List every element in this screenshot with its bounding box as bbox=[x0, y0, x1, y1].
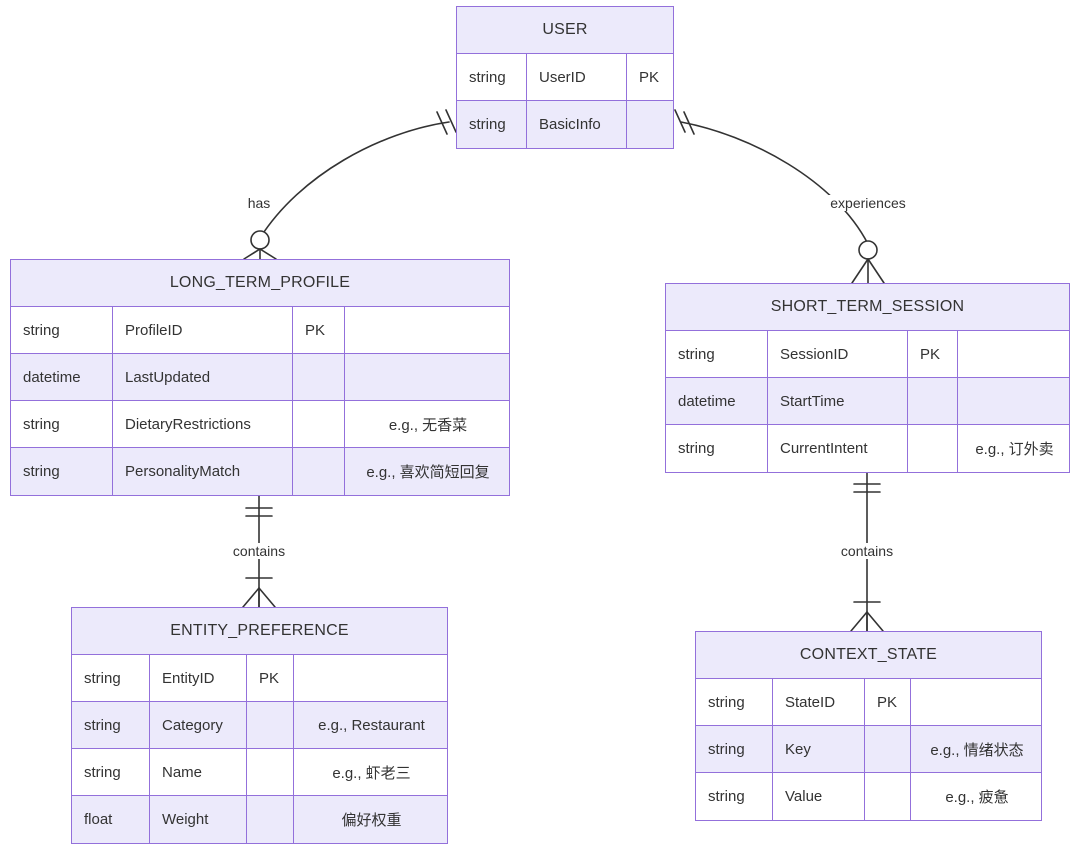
attribute-comment: 偏好权重 bbox=[341, 812, 402, 829]
attribute-key: PK bbox=[639, 68, 660, 86]
attribute-name: Category bbox=[150, 702, 247, 748]
attribute-name: Weight bbox=[150, 796, 247, 843]
attribute-key bbox=[908, 378, 958, 424]
attribute-type: string bbox=[11, 448, 113, 495]
attribute-name: StateID bbox=[773, 679, 865, 725]
attribute-name: BasicInfo bbox=[527, 101, 627, 148]
attribute-type: string bbox=[11, 307, 113, 353]
attribute-comment bbox=[294, 655, 449, 701]
attribute-comment bbox=[911, 679, 1043, 725]
attribute-name: EntityID bbox=[150, 655, 247, 701]
attribute-name: LastUpdated bbox=[113, 354, 293, 400]
attribute-type: string bbox=[666, 331, 768, 377]
entity-title-entity_preference: ENTITY_PREFERENCE bbox=[72, 608, 447, 655]
attribute-type: string bbox=[72, 655, 150, 701]
attribute-comment: e.g., Restaurant bbox=[318, 716, 425, 734]
attribute-name: Value bbox=[773, 773, 865, 820]
attribute-name: StartTime bbox=[768, 378, 908, 424]
attribute-name: PersonalityMatch bbox=[113, 448, 293, 495]
attribute-key bbox=[865, 773, 911, 820]
attribute-type: string bbox=[457, 54, 527, 100]
attribute-type: string bbox=[11, 401, 113, 447]
attribute-type: string bbox=[457, 101, 527, 148]
attribute-comment: e.g., 虾老三 bbox=[332, 764, 411, 782]
attribute-comment bbox=[345, 354, 511, 400]
attribute-key bbox=[247, 796, 294, 843]
attribute-name: ProfileID bbox=[113, 307, 293, 353]
attribute-type: datetime bbox=[666, 378, 768, 424]
attribute-type: string bbox=[696, 726, 773, 772]
attribute-type: string bbox=[72, 702, 150, 748]
attribute-comment bbox=[345, 307, 511, 353]
attribute-key bbox=[627, 101, 675, 148]
attribute-name: CurrentIntent bbox=[768, 425, 908, 472]
attribute-name: SessionID bbox=[768, 331, 908, 377]
attribute-key bbox=[908, 425, 958, 472]
relationship-line-user-has-profile bbox=[243, 109, 457, 260]
entity-title-long_term_profile: LONG_TERM_PROFILE bbox=[11, 260, 509, 307]
relationship-label-profile-contains-preference: contains bbox=[229, 543, 289, 559]
attribute-key: PK bbox=[908, 331, 958, 377]
attribute-key bbox=[293, 448, 345, 495]
entity-title-context_state: CONTEXT_STATE bbox=[696, 632, 1041, 679]
attribute-name: DietaryRestrictions bbox=[113, 401, 293, 447]
attribute-name: UserID bbox=[527, 54, 627, 100]
entity-title-user: USER bbox=[457, 7, 673, 54]
attribute-comment bbox=[958, 331, 1071, 377]
attribute-key bbox=[293, 354, 345, 400]
attribute-type: string bbox=[696, 773, 773, 820]
attribute-key bbox=[865, 726, 911, 772]
attribute-comment: e.g., 喜欢简短回复 bbox=[366, 464, 490, 481]
attribute-key bbox=[293, 401, 345, 447]
attribute-key bbox=[247, 702, 294, 748]
attribute-key: PK bbox=[247, 655, 294, 701]
attribute-comment: e.g., 订外卖 bbox=[975, 441, 1054, 458]
attribute-key bbox=[247, 749, 294, 795]
attribute-type: string bbox=[666, 425, 768, 472]
attribute-comment: e.g., 无香菜 bbox=[388, 416, 468, 434]
relationship-label-session-contains-context: contains bbox=[837, 543, 897, 559]
attribute-comment: e.g., 情绪状态 bbox=[930, 741, 1024, 759]
attribute-name: Key bbox=[773, 726, 865, 772]
attribute-comment bbox=[958, 378, 1071, 424]
entity-title-short_term_session: SHORT_TERM_SESSION bbox=[666, 284, 1069, 331]
relationship-label-user-has-profile: has bbox=[244, 195, 274, 211]
attribute-type: float bbox=[72, 796, 150, 843]
attribute-comment: e.g., 疲惫 bbox=[945, 789, 1009, 806]
attribute-key: PK bbox=[865, 679, 911, 725]
attribute-type: string bbox=[696, 679, 773, 725]
relationship-label-user-experiences-session: experiences bbox=[827, 195, 909, 211]
attribute-type: datetime bbox=[11, 354, 113, 400]
attribute-name: Name bbox=[150, 749, 247, 795]
attribute-type: string bbox=[72, 749, 150, 795]
attribute-key: PK bbox=[293, 307, 345, 353]
